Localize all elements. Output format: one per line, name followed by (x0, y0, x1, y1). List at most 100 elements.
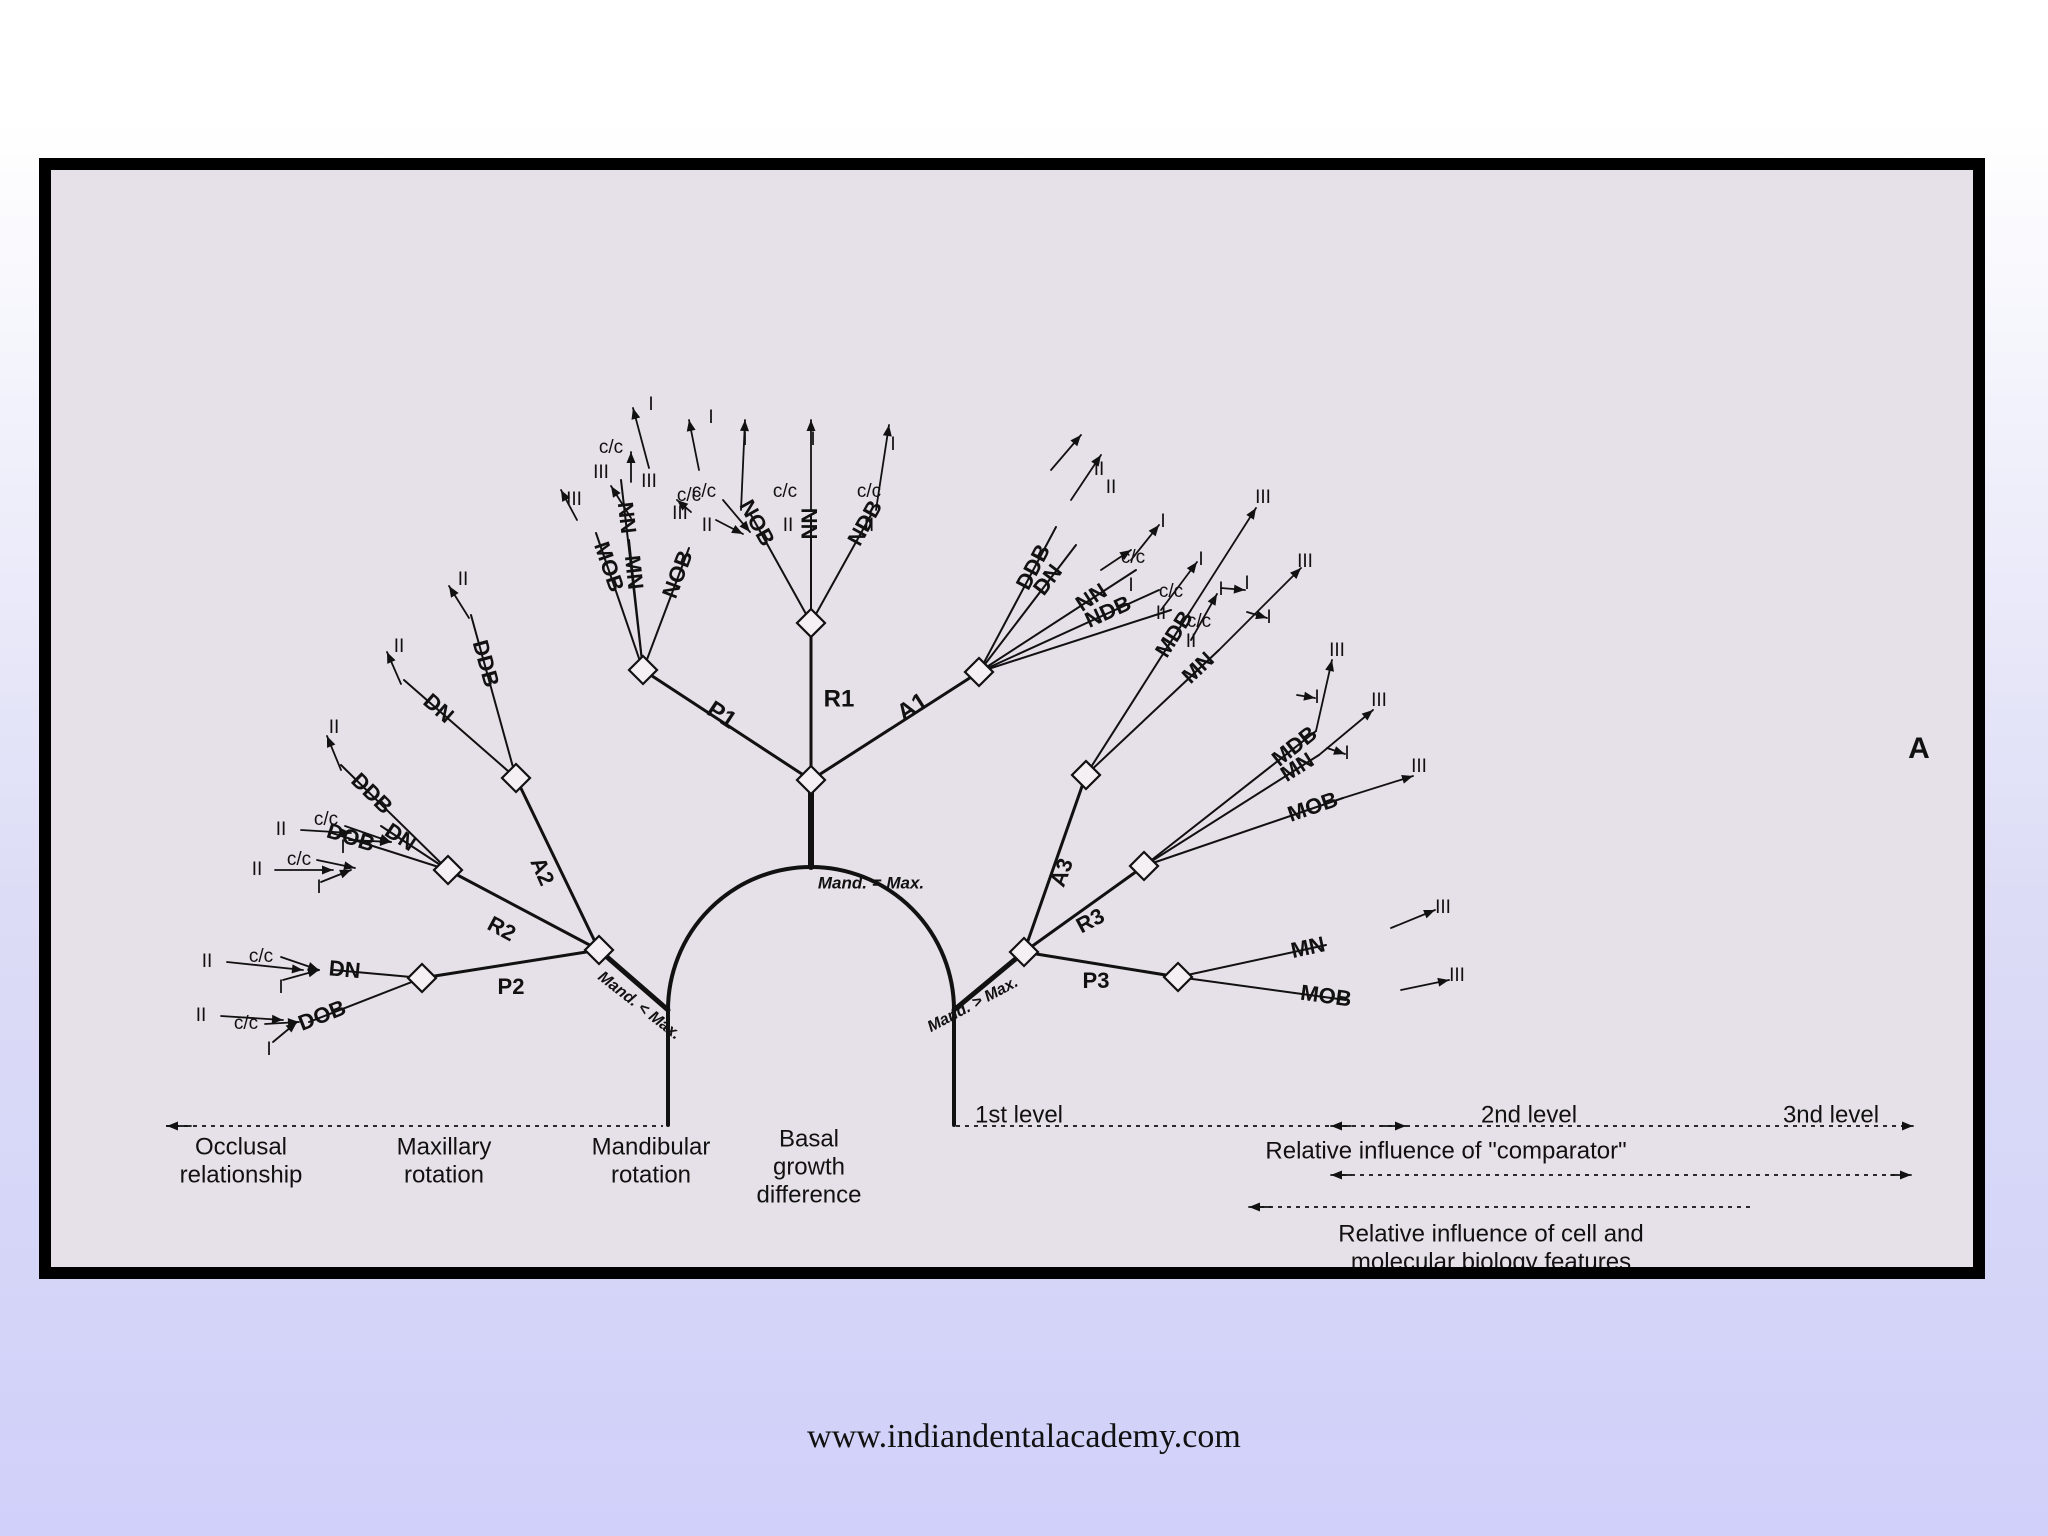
leaf-note-r2: II (252, 859, 263, 880)
edge-R2 (446, 868, 601, 952)
leaf-note-a1: II (1094, 459, 1105, 480)
leaf-note-top: II (864, 515, 875, 536)
leaf-note-p1: c/c (677, 485, 701, 506)
arrow-head (291, 964, 303, 974)
leaf-note-top: c/c (857, 481, 881, 502)
arrow-head (1900, 1170, 1911, 1180)
leaf-note-a3: I (1266, 607, 1271, 628)
arrow-head (882, 425, 892, 437)
arrow-head (731, 524, 743, 534)
leaf-label-a2: DDB (468, 637, 505, 690)
arrow-head (1333, 746, 1345, 755)
arrow-head (167, 1121, 178, 1131)
leaf-note-p1: III (641, 471, 657, 492)
arrow-head (1070, 435, 1081, 447)
leaf-note-a3: III (1297, 551, 1313, 572)
leaf-note-r3: III (1371, 690, 1387, 711)
note-arrow-a3 (1218, 567, 1302, 651)
node-R1-diamond (795, 607, 827, 639)
leaf-note-p1: I (708, 407, 713, 428)
leaf-note-a1: I (1218, 579, 1223, 600)
trunk-label-right: Mand. > Max. (925, 974, 1021, 1036)
leaf-label-p2: DN (328, 955, 362, 983)
arrow-head (379, 836, 391, 846)
leaf-note-a1: I (1198, 549, 1203, 570)
note-arrow-a3 (1190, 507, 1257, 611)
arrow-head (285, 1022, 297, 1033)
leaf-line-p2 (308, 977, 423, 1023)
leaf-note-top: I (810, 429, 815, 450)
leaf-note-p2: c/c (249, 946, 273, 967)
leaf-note-p3: III (1435, 897, 1451, 918)
leaf-line-a1 (978, 544, 1077, 673)
arrow-head (1119, 550, 1131, 560)
arrow-head (1148, 525, 1159, 537)
leaf-note-a1: I (1160, 511, 1165, 532)
arrow-head (739, 520, 750, 532)
edge-R3 (1022, 864, 1146, 954)
influence-cell-label: Relative influence of cell and (1338, 1220, 1644, 1247)
leaf-note-p2: I (266, 1039, 271, 1060)
leaf-note-a2: II (394, 636, 405, 657)
bottom-left-label: rotation (404, 1161, 484, 1188)
note-arrow-r3 (1342, 775, 1414, 799)
arrow-head (307, 968, 319, 978)
arrow-head (343, 861, 355, 871)
label-R2: R2 (484, 911, 521, 946)
leaf-line-r3 (1143, 797, 1344, 867)
arrow-head (561, 490, 571, 502)
leaf-note-r3: III (1411, 756, 1427, 777)
node-A3-diamond (1070, 759, 1102, 791)
leaf-line-top (810, 514, 872, 624)
leaf-label-p1: NOB (657, 547, 698, 602)
leaf-line-r2 (328, 831, 449, 871)
edge-A2 (514, 776, 601, 952)
leaf-note-top: I (742, 429, 747, 450)
leaf-note-top: c/c (773, 481, 797, 502)
arrow-head (1303, 691, 1315, 701)
leaf-label-top: NN (797, 508, 822, 540)
label-R1: R1 (824, 685, 855, 712)
bottom-left-label: Maxillary (397, 1133, 492, 1160)
arrow-head (1255, 610, 1267, 620)
arrow-head (631, 408, 641, 420)
arrow-head (339, 827, 351, 837)
leaf-line-p2 (333, 969, 423, 979)
arrow-head (271, 1014, 283, 1024)
node-R2-diamond (432, 854, 464, 886)
leaf-note-r2: II (329, 717, 340, 738)
label-P3: P3 (1083, 968, 1110, 993)
arrow-head (1246, 508, 1256, 520)
edge-A1 (809, 670, 981, 782)
note-arrow-p2 (226, 961, 304, 971)
leaf-note-p1: c/c (599, 437, 623, 458)
leaf-note-p1: III (672, 503, 688, 524)
arrow-head (1207, 594, 1217, 606)
arrow-head (1361, 710, 1373, 721)
level-label-2: 2nd level (1481, 1101, 1577, 1128)
arrow-head (449, 586, 459, 598)
trunk-label-center: Mand. = Max. (818, 873, 924, 892)
node-P1-diamond (627, 654, 659, 686)
leaf-note-r3: I (1344, 743, 1349, 764)
arrow-head (1233, 584, 1245, 594)
leaf-note-r2: c/c (314, 809, 338, 830)
arrow-head (1091, 455, 1101, 467)
note-arrow-top (740, 419, 746, 511)
arrow-head (1290, 568, 1301, 579)
leaf-line-a2 (470, 614, 517, 779)
leaf-label-p3: MOB (1299, 980, 1353, 1012)
leaf-label-r3: MOB (1284, 786, 1341, 826)
edge-P1 (641, 668, 813, 782)
label-A1: A1 (892, 687, 932, 726)
bottom-left-label: rotation (611, 1161, 691, 1188)
arrow-head (677, 500, 689, 511)
level-label-1: 1st level (975, 1101, 1063, 1128)
leaf-label-p3: MN (1289, 931, 1328, 963)
arrow-head (1186, 562, 1197, 574)
node-P3-diamond (1162, 961, 1194, 993)
leaf-label-r2: DOB (324, 818, 378, 857)
node-A1-diamond (963, 656, 995, 688)
